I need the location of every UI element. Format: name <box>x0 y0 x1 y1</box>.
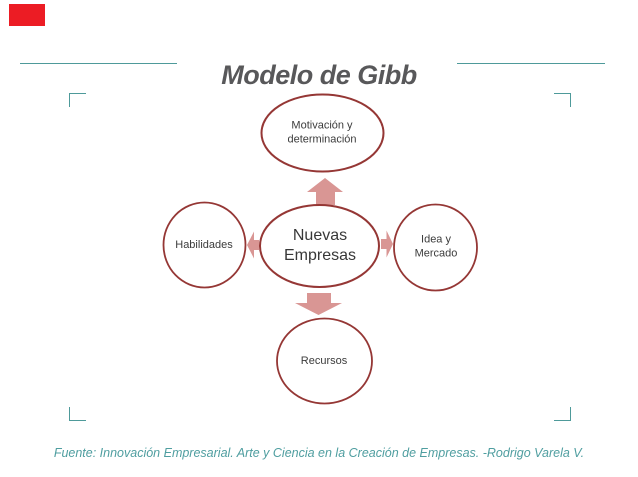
footer-source-text: Fuente: Innovación Empresarial. Arte y C… <box>53 446 585 460</box>
node-ellipse-left <box>162 201 247 289</box>
arrow-down-icon <box>295 293 342 315</box>
title-rule-left <box>20 63 177 64</box>
node-ellipse-center <box>259 204 380 288</box>
node-ellipse-top <box>260 93 385 173</box>
node-ellipse-bottom <box>276 317 373 405</box>
node-ellipse-right <box>393 203 478 292</box>
red-corner-marker <box>9 4 45 26</box>
title-rule-right <box>457 63 605 64</box>
slide-title: Modelo de Gibb <box>221 60 417 91</box>
crop-mark-top-right <box>554 93 571 107</box>
node-label-top: Motivación y determinación <box>287 119 357 146</box>
arrow-up-icon <box>307 178 343 205</box>
crop-mark-top-left <box>69 93 86 107</box>
crop-mark-bottom-left <box>69 407 86 421</box>
node-label-center: Nuevas Empresas <box>283 227 357 264</box>
node-label-bottom: Recursos <box>300 354 348 367</box>
crop-mark-bottom-right <box>554 407 571 421</box>
arrow-left-icon <box>247 231 259 259</box>
node-label-left: Habilidades <box>175 238 233 251</box>
arrow-right-icon <box>381 230 393 258</box>
node-label-right: Idea y Mercado <box>414 233 458 260</box>
